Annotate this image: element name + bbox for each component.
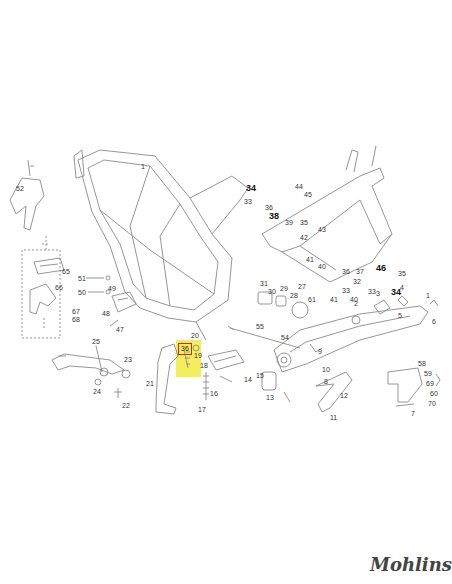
highlight — [176, 340, 201, 377]
callout-number: 60 — [430, 390, 438, 398]
highlight-box: 36 — [178, 343, 192, 355]
callout-number: 16 — [210, 390, 218, 398]
callout-number: 61 — [308, 296, 316, 304]
callout-number: 66 — [55, 284, 63, 292]
callout-number: 22 — [122, 402, 130, 410]
callout-number: 48 — [102, 310, 110, 318]
callout-number: 30 — [268, 288, 276, 296]
callout-number: 47 — [116, 326, 124, 334]
callout-number: 40 — [318, 263, 326, 271]
callout-number: 23 — [124, 356, 132, 364]
callout-number: 41 — [306, 256, 314, 264]
callout-number: 6 — [432, 318, 436, 326]
callout-number: 14 — [244, 376, 252, 384]
callout-number: 1 — [426, 292, 430, 300]
callout-number: 5 — [398, 312, 402, 320]
callout-number: 20 — [191, 332, 199, 340]
callout-number: 42 — [300, 234, 308, 242]
callout-number: 44 — [295, 183, 303, 191]
callout-number: 21 — [146, 380, 154, 388]
callout-number: 31 — [260, 280, 268, 288]
callout-number: 36 — [342, 268, 350, 276]
callout-number: 52 — [16, 185, 24, 193]
callout-number: 18 — [200, 362, 208, 370]
callout-number: 55 — [256, 323, 264, 331]
callout-number: 10 — [322, 366, 330, 374]
callout-number: 28 — [290, 292, 298, 300]
callout-number: 9 — [318, 348, 322, 356]
callout-number: 38 — [269, 211, 279, 221]
callout-number: 51 — [78, 275, 86, 283]
callout-number: 67 — [72, 308, 80, 316]
callout-number: 50 — [78, 289, 86, 297]
callout-number: 46 — [376, 263, 386, 273]
callout-number: 27 — [298, 283, 306, 291]
callout-number: 4 — [400, 284, 404, 292]
callout-number: 3 — [376, 290, 380, 298]
callout-number: 65 — [62, 268, 70, 276]
callout-number: 8 — [324, 378, 328, 386]
callout-number: 32 — [353, 278, 361, 286]
callout-number: 36 — [181, 345, 189, 353]
callout-number: 11 — [330, 414, 337, 422]
callout-number: 43 — [318, 226, 326, 234]
callout-number: 1 — [141, 163, 145, 171]
callout-number: 35 — [398, 270, 406, 278]
callout-number: 41 — [330, 296, 338, 304]
callout-number: 25 — [92, 338, 100, 346]
callout-number: 58 — [418, 360, 426, 368]
callout-number: 33 — [342, 287, 350, 295]
callout-number: 35 — [300, 219, 308, 227]
callout-number: 7 — [411, 410, 415, 418]
callout-number: 2 — [354, 300, 358, 308]
callout-number: 15 — [256, 372, 264, 380]
callout-number: 45 — [304, 191, 312, 199]
callout-number: 36 — [265, 204, 273, 212]
callout-number: 33 — [244, 198, 252, 206]
callout-number: 34 — [246, 183, 256, 193]
callout-number: 34 — [391, 287, 401, 297]
callout-number: 12 — [340, 392, 348, 400]
callout-number: 19 — [194, 352, 202, 360]
callout-number: 33 — [368, 288, 376, 296]
callout-number: 37 — [356, 268, 364, 276]
callout-number: 59 — [424, 370, 432, 378]
callout-number: 17 — [198, 406, 206, 414]
callout-number: 13 — [266, 394, 274, 402]
callout-number: 69 — [426, 380, 434, 388]
callout-number: 24 — [93, 388, 101, 396]
callout-number: 54 — [281, 334, 289, 342]
callout-number: 70 — [428, 400, 436, 408]
callout-number: 29 — [280, 285, 288, 293]
brand-logo: Mohlins — [370, 555, 452, 575]
callout-number: 39 — [285, 219, 293, 227]
callout-number: 68 — [72, 316, 80, 324]
callout-number: 49 — [108, 285, 116, 293]
